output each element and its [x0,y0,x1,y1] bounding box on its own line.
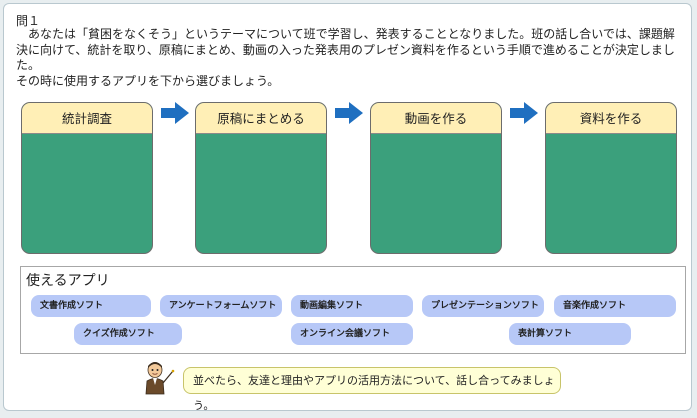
step-box-1[interactable]: 統計調査 [21,102,153,254]
step-label-1: 統計調査 [22,103,152,134]
apps-panel: 使えるアプリ 文書作成ソフト アンケートフォームソフト 動画編集ソフト プレゼン… [20,266,686,354]
step-box-3[interactable]: 動画を作る [370,102,502,254]
step-box-2[interactable]: 原稿にまとめる [195,102,327,254]
step-label-3: 動画を作る [371,103,501,134]
question-prompt: その時に使用するアプリを下から選びましょう。 [16,73,280,88]
arrow-right-icon [510,102,538,124]
step-label-2: 原稿にまとめる [196,103,326,134]
app-chip[interactable]: 表計算ソフト [509,323,631,345]
question-number: 問１ [16,14,41,28]
app-chip[interactable]: クイズ作成ソフト [74,323,182,345]
app-chip[interactable]: 動画編集ソフト [291,295,413,317]
step-label-4: 資料を作る [546,103,676,134]
app-chip[interactable]: プレゼンテーションソフト [422,295,544,317]
question-instructions: あなたは「貧困をなくそう」というテーマについて班で学習し、発表することとなりまし… [16,27,675,72]
apps-title: 使えるアプリ [26,273,110,289]
hint-bubble: 並べたら、友達と理由やアプリの活用方法について、話し合ってみましょう。 [183,367,561,412]
question-text: あなたは「貧困をなくそう」というテーマについて班で学習し、発表することとなりまし… [16,27,686,89]
app-chip[interactable]: 音楽作成ソフト [554,295,676,317]
step-box-4[interactable]: 資料を作る [545,102,677,254]
question-panel: 問１ あなたは「貧困をなくそう」というテーマについて班で学習し、発表することとな… [3,3,692,412]
arrow-right-icon [161,102,189,124]
teacher-icon [145,362,175,395]
app-chip[interactable]: アンケートフォームソフト [160,295,282,317]
app-chip[interactable]: 文書作成ソフト [31,295,151,317]
app-chip[interactable]: オンライン会議ソフト [291,323,413,345]
arrow-right-icon [335,102,363,124]
